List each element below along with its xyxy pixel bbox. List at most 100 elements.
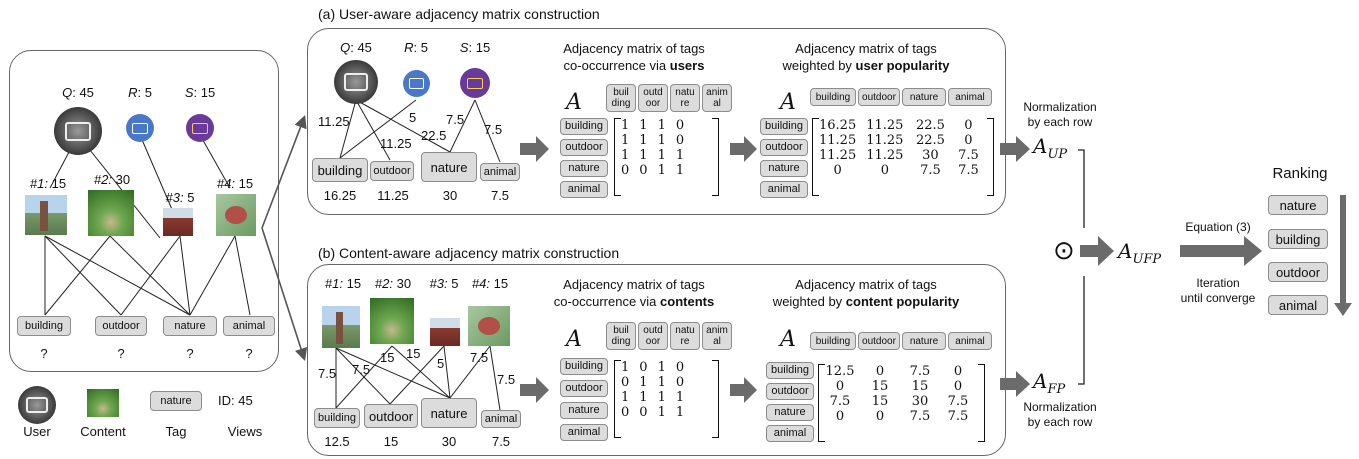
panel-b-m2-col-outdoor: outdoor (858, 332, 900, 350)
panel-a-m2-bracket-right (987, 118, 994, 196)
panel-a-m1-cell: 1 (675, 148, 685, 163)
panel-b-m1-cell: 1 (639, 390, 648, 405)
panel-a-user-q-label: Q: 45 (340, 40, 372, 55)
camera-icon (132, 122, 148, 134)
left-tag-unknown-0: ? (40, 346, 48, 361)
panel-b-m2-cell: 30 (911, 394, 929, 409)
panel-a-m2-cell: 30 (922, 148, 939, 163)
panel-a-m2-cell: 0 (880, 163, 889, 178)
panel-a-tag-value-3: 7.5 (490, 188, 510, 203)
panel-b-m2-cell: 15 (871, 394, 889, 409)
left-tag-unknown-1: ? (117, 346, 125, 361)
panel-a-tag-animal: animal (480, 163, 520, 181)
content-1-photo (25, 195, 67, 235)
panel-a-tag-value-0: 16.25 (323, 188, 357, 203)
panel-b-m2-col-animal: animal (948, 332, 992, 350)
panel-b-m2-cell: 15 (911, 379, 929, 394)
panel-a-m2-bracket-left (812, 118, 819, 196)
left-tag-unknown-3: ? (245, 346, 253, 361)
panel-b-edge-weight-6: 7.5 (497, 372, 516, 387)
content-2-photo (88, 190, 134, 236)
ranking-item-1: nature (1268, 195, 1328, 215)
panel-a-m1-cell: 1 (657, 163, 666, 178)
panel-b-m2-cell: 7.5 (829, 394, 851, 409)
panel-a-m2-cell: 11.25 (866, 118, 904, 133)
panel-a-tag-value-1: 11.25 (377, 188, 409, 203)
ranking-item-3: outdoor (1268, 262, 1328, 282)
panel-b-matrix2-A: A (780, 327, 796, 352)
panel-a-edge-weight-3: 7.5 (446, 112, 465, 127)
user-r-avatar (126, 114, 154, 142)
panel-b-m2-cell: 0 (953, 364, 963, 379)
panel-b-tag-animal: animal (481, 410, 521, 428)
legend-views-label: Views (227, 424, 263, 439)
content-1-label: #1: 15 (29, 176, 67, 191)
panel-a-edge-weight-2: 22.5 (421, 128, 447, 143)
panel-a-tag-building: building (312, 158, 368, 182)
panel-a-m2-col-nature: nature (902, 88, 946, 106)
panel-b-m2-bracket-right (978, 364, 985, 442)
panel-b-m1-cell: 1 (657, 390, 666, 405)
content-4-photo (216, 194, 256, 236)
ranking-title: Ranking (1272, 165, 1328, 182)
panel-a-m1-cell: 1 (675, 163, 685, 178)
panel-b-content-1-label: #1: 15 (324, 276, 362, 291)
user-s-label: S: 15 (184, 85, 216, 100)
panel-b-m2-row-building: building (766, 362, 814, 379)
panel-a-user-q-avatar (334, 60, 378, 104)
panel-b-edge-weight-4: 5 (437, 356, 445, 371)
panel-b-m1-bracket-right (712, 360, 719, 438)
panel-a-m1-cell: 0 (621, 163, 630, 178)
panel-b-tag-value-1: 15 (383, 434, 399, 449)
panel-a-m1-cell: 1 (639, 118, 648, 133)
panel-a-edge-weight-1: 5 (409, 110, 417, 125)
panel-b-m2-cell: 0 (835, 409, 845, 424)
panel-b-edge-weight-1: 7.5 (352, 362, 371, 377)
panel-b-m2-cell: 7.5 (909, 409, 931, 424)
panel-a-m2-cell: 22.5 (915, 133, 945, 148)
user-s-avatar (186, 114, 214, 142)
panel-a-m1-row-outdoor: outdoor (560, 139, 608, 156)
panel-b-m2-cell: 0 (953, 379, 963, 394)
camera-icon (65, 121, 91, 141)
panel-b-m1-cell: 0 (675, 375, 685, 390)
panel-b-content-3-photo (430, 318, 460, 346)
panel-a-m2-cell: 11.25 (819, 148, 857, 163)
legend-user-label: User (23, 424, 51, 439)
left-tag-nature: nature (163, 316, 217, 336)
panel-a-m2-row-animal: animal (760, 181, 808, 198)
panel-a-m1-bracket-left (614, 118, 621, 196)
panel-a-m1-row-animal: animal (560, 181, 608, 198)
panel-b-m1-row-animal: animal (560, 424, 608, 441)
panel-b-m2-cell: 7.5 (947, 409, 969, 424)
panel-a-edge-weight-5: 11.25 (380, 136, 412, 151)
panel-a-tag-value-2: 30 (442, 188, 458, 203)
panel-a-edge-weight-0: 11.25 (318, 114, 350, 129)
panel-b-m1-cell: 1 (657, 405, 666, 420)
panel-b-m1-row-nature: nature (560, 402, 608, 419)
panel-b-content-1-photo (322, 306, 360, 348)
panel-a-m1-cell: 1 (657, 148, 666, 163)
legend-content-label: Content (80, 424, 126, 439)
panel-a-m2-col-animal: animal (948, 88, 992, 106)
panel-a-user-s-avatar (460, 68, 490, 98)
panel-b-m2-cell: 0 (835, 379, 845, 394)
camera-icon (409, 78, 424, 89)
panel-b-m1-cell: 0 (639, 360, 648, 375)
panel-a-m2-row-building: building (760, 118, 808, 135)
panel-a-matrix2-A: A (780, 90, 796, 115)
legend-user-avatar (18, 386, 56, 424)
user-aware-panel (307, 28, 1006, 215)
user-r-label: R: 5 (128, 85, 152, 100)
panel-b-content-4-photo (468, 306, 510, 346)
